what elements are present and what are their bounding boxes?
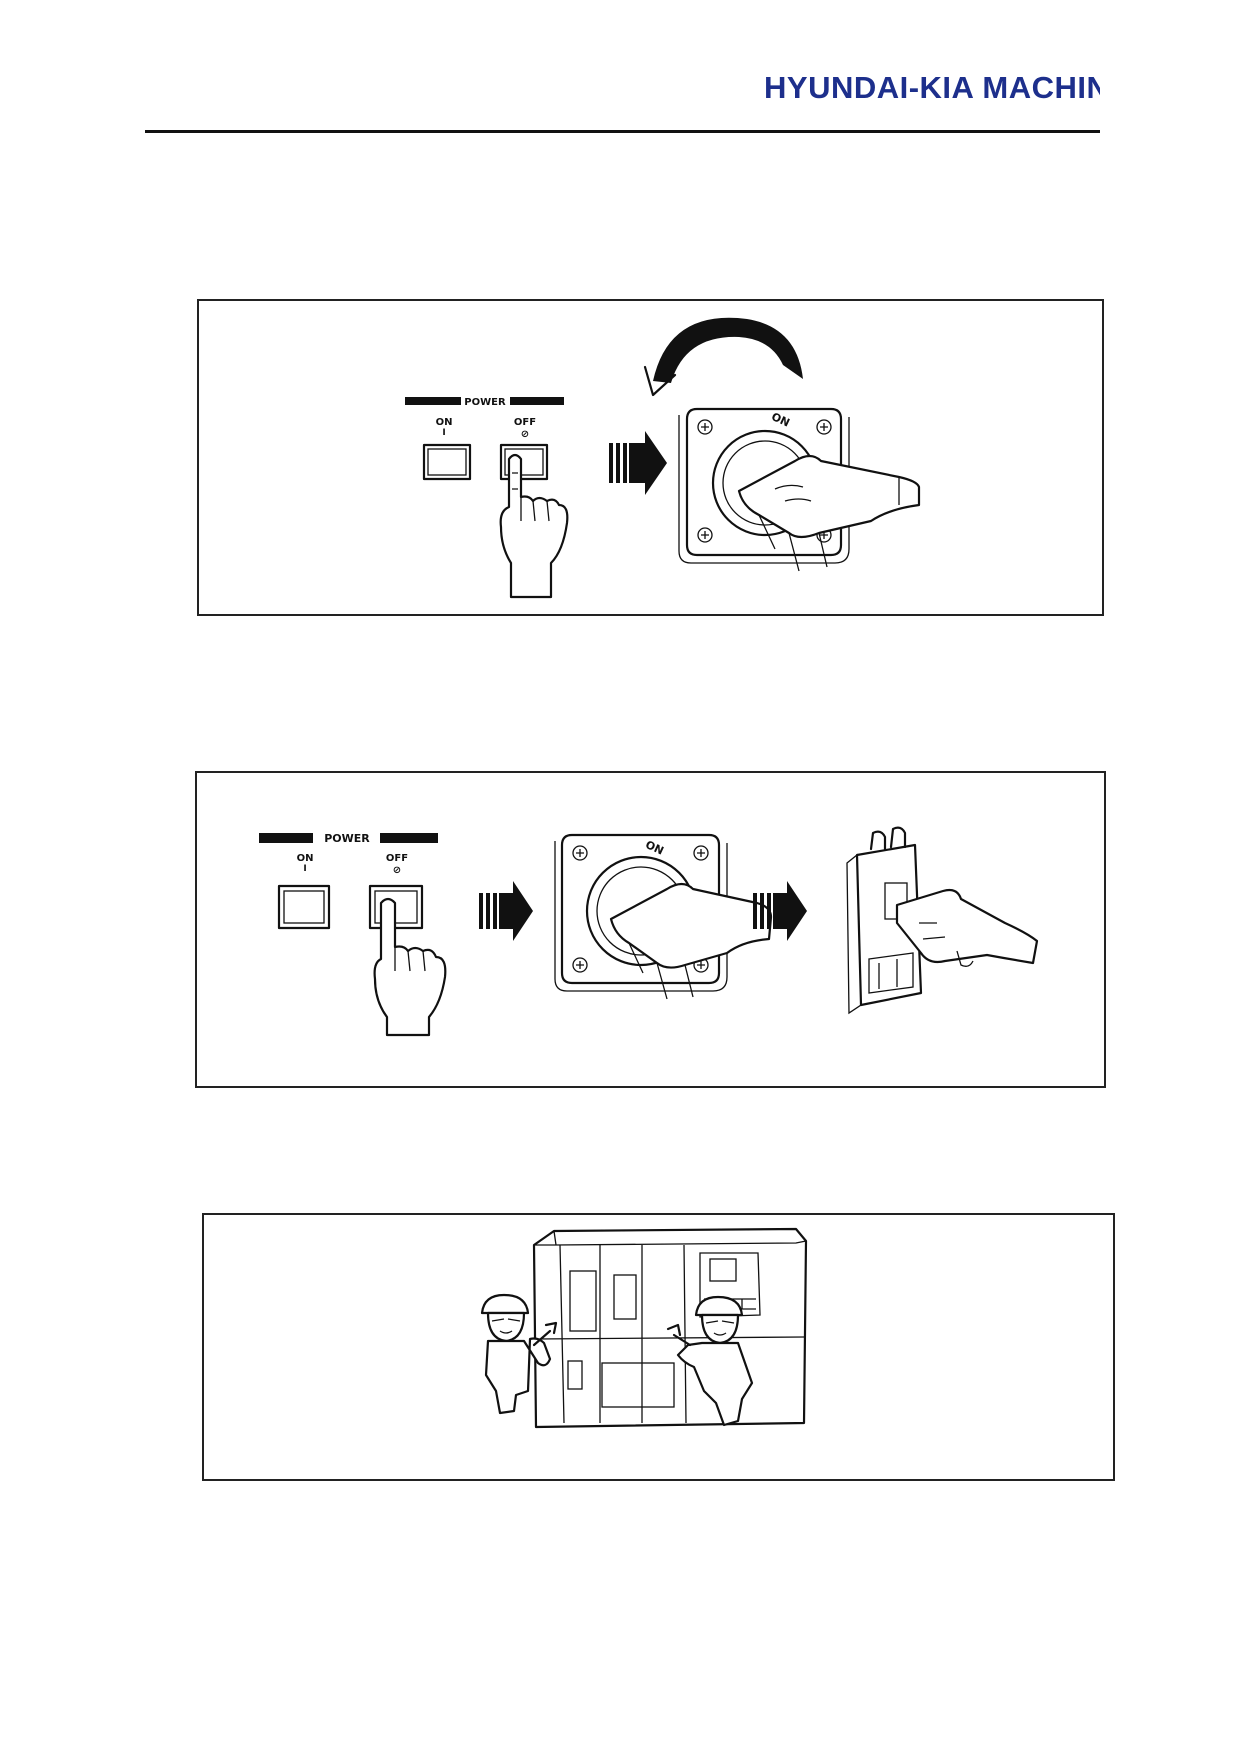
on-symbol: I <box>303 864 306 874</box>
figure-machine-installation <box>202 1213 1115 1481</box>
rotate-arrow-icon <box>643 317 803 397</box>
power-label: POWER <box>324 832 370 845</box>
on-button <box>277 884 331 930</box>
on-label: ON <box>297 853 314 864</box>
worker-left-icon <box>480 1293 558 1415</box>
hand-pressing-off-icon <box>373 897 447 1037</box>
arrow-right-icon <box>479 881 533 941</box>
hand-turning-switch-icon <box>609 882 773 1000</box>
figure-power-off-with-breaker: POWER ON I OFF ⊘ <box>195 771 1106 1088</box>
figure-power-off-sequence: POWER ON I OFF ⊘ <box>197 299 1104 616</box>
arrow-right-icon <box>753 881 807 941</box>
off-label: OFF <box>386 853 408 864</box>
on-button <box>422 443 472 481</box>
on-symbol: I <box>442 428 445 438</box>
off-symbol: ⊘ <box>393 865 401 876</box>
hand-turning-switch-icon <box>737 454 921 572</box>
header-rule <box>145 130 1100 133</box>
on-label: ON <box>436 417 453 428</box>
worker-right-icon <box>666 1295 754 1427</box>
hand-pressing-off-icon <box>499 453 569 599</box>
power-panel: POWER ON I OFF ⊘ <box>259 832 438 930</box>
power-label: POWER <box>464 397 506 408</box>
brand-name: HYUNDAI-KIA MACHINE <box>764 70 1100 104</box>
power-panel: POWER ON I OFF ⊘ <box>405 397 564 481</box>
off-button <box>499 443 549 481</box>
circuit-breaker-icon <box>846 826 1039 1015</box>
off-symbol: ⊘ <box>521 429 529 440</box>
brand-logo: HYUNDAI-KIA MACHINE <box>764 70 1100 104</box>
arrow-right-icon <box>609 431 667 495</box>
off-label: OFF <box>514 417 536 428</box>
